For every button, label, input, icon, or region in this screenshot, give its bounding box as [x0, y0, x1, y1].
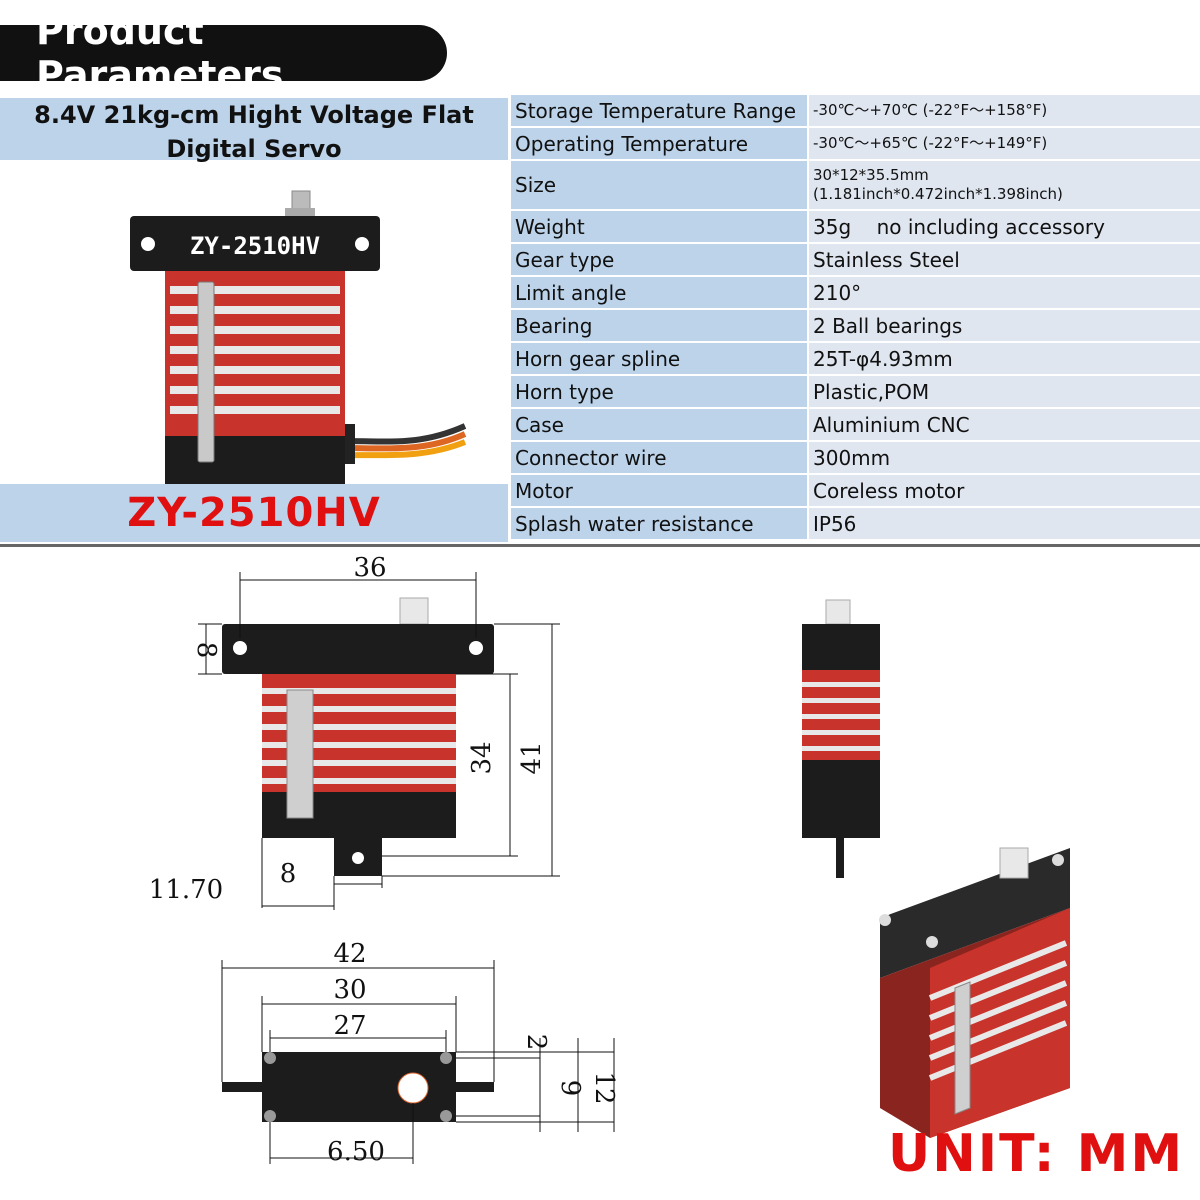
dim-front-width: 36 — [353, 553, 386, 583]
spec-label: Connector wire — [511, 441, 808, 475]
table-row: Storage Temperature Range-30℃～+70℃ (-22°… — [511, 95, 1200, 128]
spec-value: 25T-φ4.93mm — [807, 342, 1200, 376]
spec-label: Horn type — [511, 375, 808, 409]
spec-value: Stainless Steel — [807, 243, 1200, 277]
case-label: ZY-2510HV — [190, 232, 320, 260]
dim-side-a: 2 — [521, 1034, 551, 1051]
servo-product-image: ZY-2510HV — [130, 190, 467, 516]
model-name: ZY-2510HV — [127, 490, 381, 536]
front-view-drawing — [198, 572, 560, 910]
spec-value: -30℃～+65℃ (-22°F～+149°F) — [807, 127, 1200, 161]
spec-label: Operating Temperature — [511, 127, 808, 161]
isometric-view-drawing — [879, 847, 1070, 1138]
dim-top-total: 42 — [333, 939, 366, 969]
section-divider — [0, 544, 1200, 547]
side-view-drawing — [802, 599, 880, 878]
product-title: 8.4V 21kg-cm Hight Voltage Flat Digital … — [34, 101, 474, 163]
product-panel: 8.4V 21kg-cm Hight Voltage Flat Digital … — [0, 98, 508, 542]
dim-flange-height: 8 — [191, 642, 221, 659]
dim-tab-width: 8 — [280, 859, 297, 889]
spec-label: Bearing — [511, 309, 808, 343]
dim-total-height: 41 — [517, 741, 547, 774]
section-header: Product Parameters — [0, 9, 447, 97]
dim-offset: 11.70 — [149, 875, 223, 905]
spec-value: 30*12*35.5mm(1.181inch*0.472inch*1.398in… — [807, 160, 1200, 211]
spec-value: Plastic,POM — [807, 375, 1200, 409]
product-title-band: 8.4V 21kg-cm Hight Voltage Flat Digital … — [0, 98, 508, 163]
unit-label: UNIT: MM — [888, 1124, 1185, 1184]
spec-value: 210° — [807, 276, 1200, 310]
spec-value: 2 Ball bearings — [807, 309, 1200, 343]
spec-value: IP56 — [807, 507, 1200, 541]
spec-table: Storage Temperature Range-30℃～+70℃ (-22°… — [511, 95, 1200, 541]
spec-value: 300mm — [807, 441, 1200, 475]
spec-value: 35g no including accessory — [807, 210, 1200, 244]
spec-label: Motor — [511, 474, 808, 508]
spec-label: Gear type — [511, 243, 808, 277]
size-mm: 30*12*35.5mm — [813, 166, 929, 184]
dim-side-c: 12 — [589, 1071, 619, 1104]
spec-value: -30℃～+70℃ (-22°F～+158°F) — [807, 95, 1200, 128]
top-view-drawing — [221, 960, 615, 1164]
section-header-title: Product Parameters — [36, 9, 284, 97]
model-band: ZY-2510HV — [0, 484, 508, 542]
spec-label: Limit angle — [511, 276, 808, 310]
dim-top-holes: 27 — [333, 1011, 366, 1041]
spec-label: Splash water resistance — [511, 507, 808, 541]
spec-label: Weight — [511, 210, 808, 244]
spec-label: Storage Temperature Range — [511, 95, 808, 128]
dimension-drawings: 36 8 34 41 8 11.70 42 30 27 2 9 12 6.50 — [149, 553, 1070, 1167]
dim-body-height: 34 — [467, 741, 497, 774]
size-inch: (1.181inch*0.472inch*1.398inch) — [813, 185, 1063, 203]
spec-value: Aluminium CNC — [807, 408, 1200, 442]
spec-label: Horn gear spline — [511, 342, 808, 376]
dim-top-offset: 6.50 — [327, 1137, 385, 1167]
spec-label: Size — [511, 160, 808, 211]
dim-side-b: 9 — [555, 1080, 585, 1097]
dim-top-body: 30 — [333, 975, 366, 1005]
spec-label: Case — [511, 408, 808, 442]
spec-value: Coreless motor — [807, 474, 1200, 508]
table-row: Operating Temperature-30℃～+65℃ (-22°F～+1… — [511, 127, 1200, 161]
